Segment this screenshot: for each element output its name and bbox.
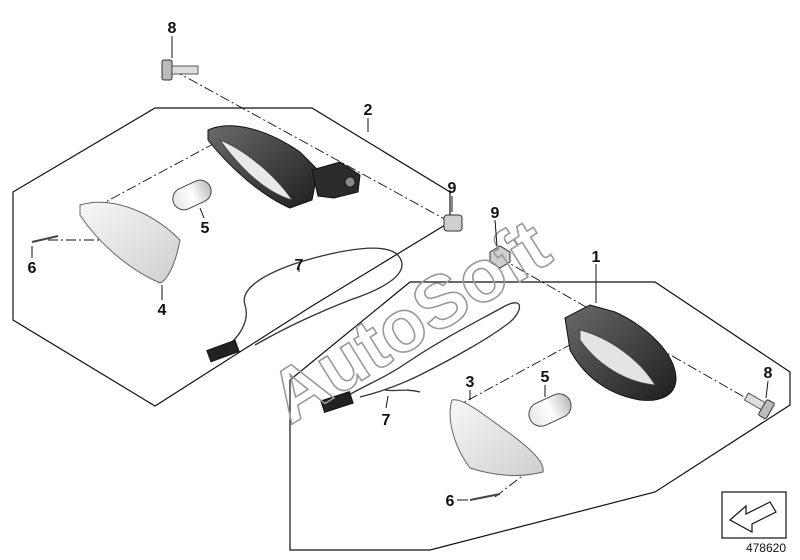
callout-7-upper: 7 — [295, 257, 304, 274]
indicator-housing-lower — [564, 304, 677, 401]
leader-9-right — [494, 219, 498, 247]
callout-8-right: 8 — [764, 365, 773, 382]
indicator-housing-upper — [207, 125, 361, 209]
assembly-axis-top — [172, 69, 451, 223]
callout-6-left: 6 — [28, 260, 37, 277]
screw-bottom-part — [469, 493, 501, 501]
callout-3: 3 — [466, 374, 475, 391]
callout-2: 2 — [364, 102, 373, 119]
bulb-upper-part — [172, 179, 212, 211]
assembly-axis-bottom — [449, 334, 589, 411]
nut-right-part — [489, 245, 511, 269]
callout-4: 4 — [158, 302, 167, 319]
nut-left-part — [443, 214, 463, 232]
callout-5-lower: 5 — [541, 369, 550, 386]
leader-5-upper — [199, 207, 205, 219]
callout-5-upper: 5 — [201, 220, 210, 237]
wire-harness-lower — [320, 302, 521, 413]
frame-assembly-1 — [289, 281, 791, 551]
callout-9-left: 9 — [448, 180, 457, 197]
screw-left-part — [31, 235, 59, 243]
callout-6-bottom: 6 — [446, 493, 455, 510]
screw-right-part — [743, 392, 775, 420]
leader-7-lower — [385, 395, 389, 409]
document-number: 478620 — [746, 541, 786, 555]
arrow-stamp-icon — [721, 491, 787, 539]
lens-upper-part — [79, 201, 181, 284]
screw-top-part — [161, 59, 199, 81]
wire-harness-upper — [206, 247, 403, 363]
callout-9-right: 9 — [491, 205, 500, 222]
bulb-lower-part — [528, 393, 572, 427]
callout-8-top: 8 — [168, 20, 177, 37]
callout-7-lower: 7 — [382, 412, 391, 429]
lens-lower-part — [449, 399, 544, 476]
assembly-axis-left — [99, 142, 216, 206]
callout-1: 1 — [592, 249, 601, 266]
leader-8-right — [765, 380, 769, 399]
